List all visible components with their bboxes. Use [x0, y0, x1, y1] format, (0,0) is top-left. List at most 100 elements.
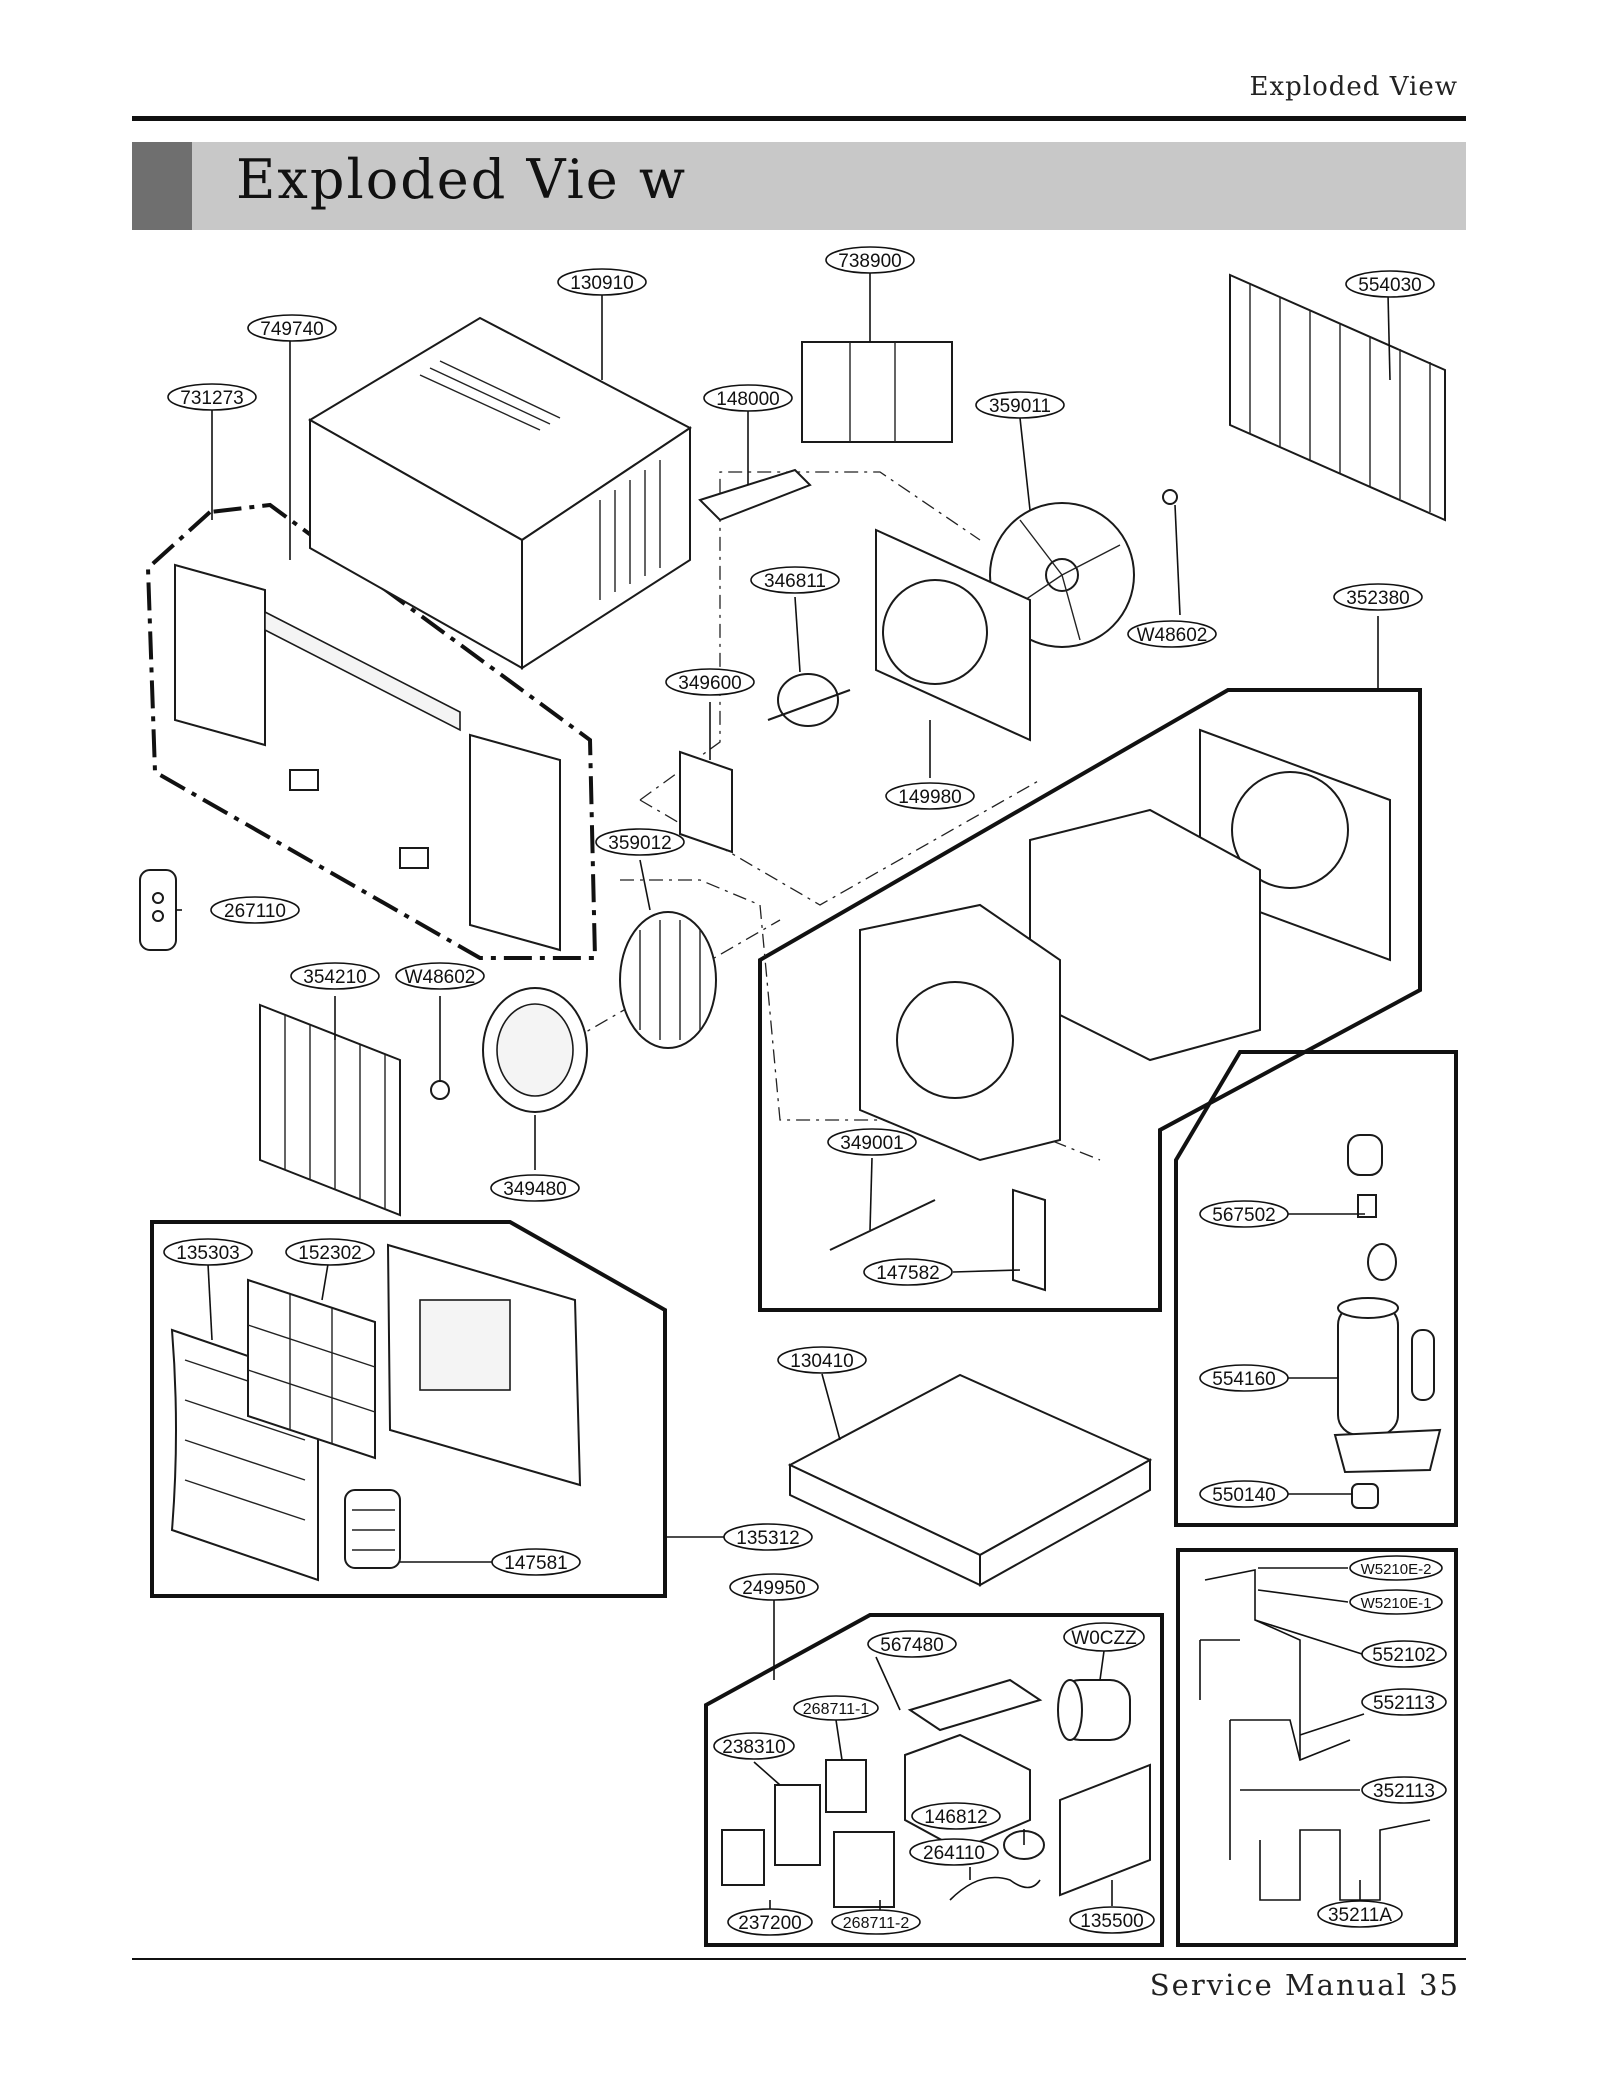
callout-152302: 152302 — [285, 1238, 375, 1266]
callout-738900: 738900 — [825, 246, 915, 274]
callout-749740: 749740 — [247, 314, 337, 342]
callout-349600: 349600 — [665, 668, 755, 696]
svg-text:130410: 130410 — [790, 1351, 853, 1372]
display-window-part — [721, 1829, 765, 1886]
svg-text:135500: 135500 — [1080, 1911, 1143, 1932]
callout-552102: 552102 — [1361, 1640, 1447, 1668]
callout-359011: 359011 — [975, 391, 1065, 419]
fan-motor-part — [767, 673, 851, 727]
svg-text:152302: 152302 — [298, 1243, 361, 1264]
svg-text:352113: 352113 — [1373, 1781, 1435, 1802]
callout-731273: 731273 — [167, 383, 257, 411]
callout-346811: 346811 — [750, 566, 840, 594]
svg-text:147581: 147581 — [504, 1553, 567, 1574]
svg-text:268711-2: 268711-2 — [843, 1915, 910, 1932]
air-filter-part — [247, 1278, 376, 1460]
remote-control-part — [139, 869, 177, 951]
callout-567480: 567480 — [867, 1630, 957, 1658]
clip-part — [1162, 489, 1178, 505]
svg-text:346811: 346811 — [764, 571, 826, 592]
svg-text:268711-1: 268711-1 — [803, 1701, 870, 1718]
svg-text:W5210E-1: W5210E-1 — [1361, 1595, 1432, 1612]
callout-554160: 554160 — [1199, 1364, 1289, 1392]
callout-249950: 249950 — [729, 1573, 819, 1601]
callout-267110: 267110 — [210, 896, 300, 924]
group-border-piping — [1176, 1548, 1458, 1947]
svg-text:146812: 146812 — [924, 1807, 987, 1828]
callout-147581: 147581 — [491, 1548, 581, 1576]
svg-text:W0CZZ: W0CZZ — [1071, 1628, 1137, 1649]
svg-text:238310: 238310 — [722, 1737, 785, 1758]
callout-130910: 130910 — [557, 268, 647, 296]
svg-text:349001: 349001 — [840, 1133, 903, 1154]
svg-text:W48602: W48602 — [1137, 625, 1208, 646]
callout-264110: 264110 — [909, 1838, 999, 1866]
group-border-compressor — [1174, 1050, 1458, 1527]
title-band — [132, 142, 1466, 230]
callout-359012: 359012 — [595, 828, 685, 856]
callout-149980: 149980 — [885, 782, 975, 810]
compressor-part — [1333, 1297, 1442, 1474]
callout-w5210e-2: W5210E-2 — [1349, 1555, 1443, 1581]
callout-268711-1: 268711-1 — [793, 1695, 879, 1721]
svg-text:359012: 359012 — [608, 833, 671, 854]
callout-349480: 349480 — [490, 1174, 580, 1202]
callout-349001: 349001 — [827, 1128, 917, 1156]
front-frame-part — [174, 563, 561, 952]
group-border-control-box — [704, 1613, 1164, 1947]
cabinet-part — [308, 316, 692, 670]
callout-135312: 135312 — [723, 1523, 813, 1551]
svg-text:W5210E-2: W5210E-2 — [1361, 1561, 1432, 1578]
svg-text:354210: 354210 — [303, 967, 366, 988]
front-panel-part — [386, 1243, 582, 1487]
svg-text:148000: 148000 — [716, 389, 779, 410]
svg-text:35211A: 35211A — [1328, 1905, 1392, 1926]
svg-text:W48602: W48602 — [405, 967, 476, 988]
svg-text:135303: 135303 — [176, 1243, 239, 1264]
group-border-front-grille — [150, 1220, 667, 1598]
callout-146812: 146812 — [911, 1802, 1001, 1830]
svg-text:147582: 147582 — [876, 1263, 939, 1284]
callout-w0czz: W0CZZ — [1063, 1622, 1145, 1652]
evaporator-case-part — [859, 728, 1391, 1162]
callout-w5210e-1: W5210E-1 — [1349, 1589, 1443, 1615]
svg-text:267110: 267110 — [224, 901, 286, 922]
capacitor-part — [1057, 1679, 1131, 1741]
svg-text:349480: 349480 — [503, 1179, 566, 1200]
washer-part — [430, 1080, 450, 1100]
fan-shroud-part — [875, 528, 1031, 742]
page-footer-label: Service Manual 35 — [1149, 1968, 1460, 2002]
callout-550140: 550140 — [1199, 1480, 1289, 1508]
mount-grommet-part — [1351, 1483, 1379, 1509]
callout-130410: 130410 — [777, 1346, 867, 1374]
svg-text:749740: 749740 — [260, 319, 323, 340]
svg-text:567480: 567480 — [880, 1635, 943, 1656]
title-tab-marker — [132, 142, 192, 230]
motor-mount-part — [679, 750, 733, 854]
svg-text:550140: 550140 — [1212, 1485, 1275, 1506]
svg-text:554030: 554030 — [1358, 275, 1421, 296]
drain-cap-part — [1012, 1188, 1046, 1292]
callout-w48602-lower: W48602 — [395, 962, 485, 990]
callout-w48602-upper: W48602 — [1127, 620, 1217, 648]
callout-354210: 354210 — [290, 962, 380, 990]
terminal-cover-part — [1347, 1134, 1397, 1281]
base-pan-part — [787, 1373, 1153, 1587]
page-title: Exploded Vie w — [236, 148, 688, 211]
callout-567502: 567502 — [1199, 1200, 1289, 1228]
sensor-holder-part — [829, 1199, 936, 1251]
svg-text:738900: 738900 — [838, 251, 901, 272]
svg-text:237200: 237200 — [738, 1913, 801, 1934]
svg-text:552113: 552113 — [1373, 1693, 1435, 1714]
page-header-label: Exploded View — [1249, 72, 1458, 102]
bracket-part — [698, 468, 812, 522]
piping-part — [1199, 1569, 1431, 1901]
callout-238310: 238310 — [713, 1732, 795, 1760]
callout-552113: 552113 — [1361, 1688, 1447, 1716]
svg-text:554160: 554160 — [1212, 1369, 1275, 1390]
callout-135500: 135500 — [1069, 1906, 1155, 1934]
callout-147582: 147582 — [863, 1258, 953, 1286]
svg-text:352380: 352380 — [1346, 588, 1409, 609]
header-rule — [132, 116, 1466, 121]
